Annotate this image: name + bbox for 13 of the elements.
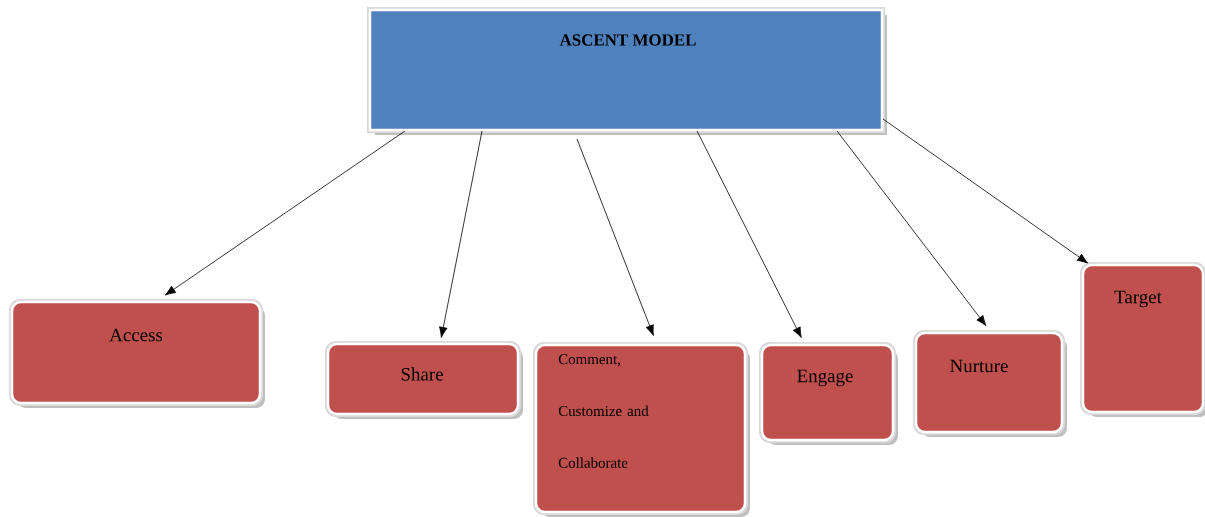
stage-box: Comment, Customize and Collaborate: [533, 342, 750, 517]
stage-box: Nurture: [913, 330, 1067, 437]
stage-box: Target: [1080, 262, 1205, 417]
arrow: [882, 118, 1089, 264]
stage-box: Share: [325, 341, 523, 419]
arrow: [439, 130, 483, 338]
stage-box: Access: [9, 299, 265, 408]
title-box: ASCENT MODEL: [367, 7, 887, 135]
arrow: [164, 130, 406, 296]
arrow: [696, 130, 802, 338]
arrow: [576, 138, 654, 336]
arrow: [836, 130, 987, 327]
stage-box: Engage: [759, 342, 898, 445]
